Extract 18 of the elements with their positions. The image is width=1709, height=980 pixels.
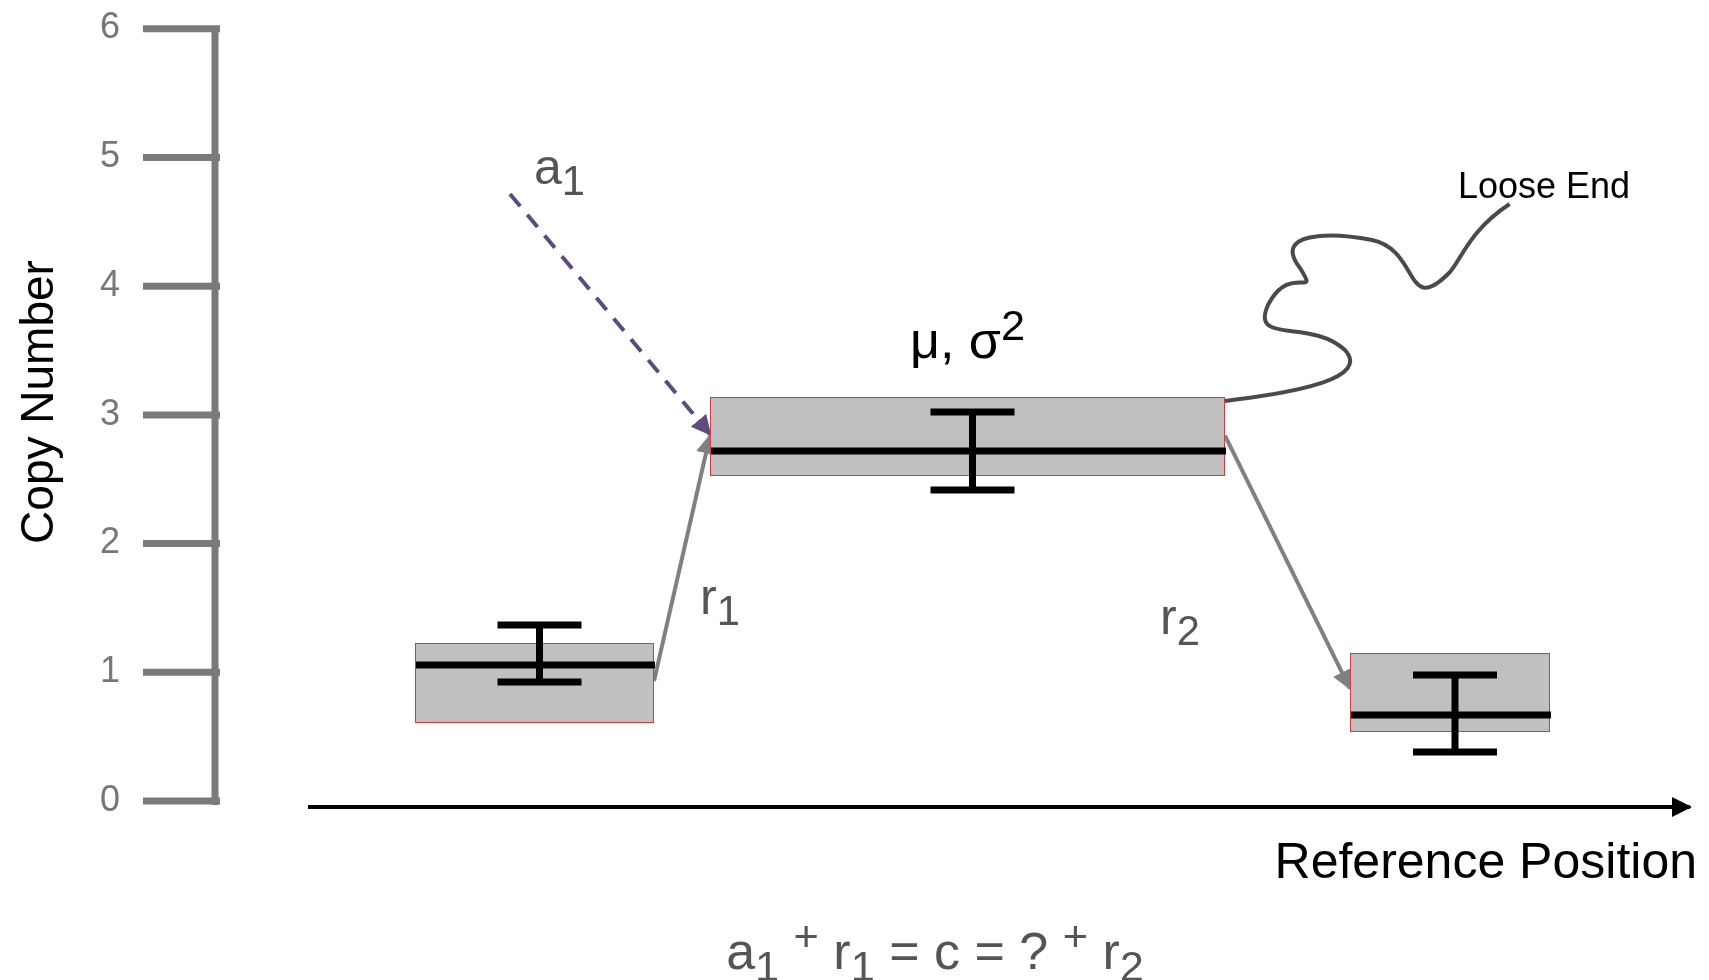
tick-label: 0 [100,776,121,821]
edge-label: a$_{1}$ [534,137,585,206]
tick-label: 6 [100,4,121,49]
arrow [1223,434,1352,691]
edge-label: r$_{2}$ [1160,587,1200,656]
equation-text: a$_{1}$ $^{+}$ r$_{1}$ = c = ? $^{+}$ r$_{2}$ [726,911,1144,980]
callout-text: Loose End [1458,168,1631,204]
arrow [508,192,712,436]
edge-label: r$_{1}$ [700,567,740,636]
tick-label: 5 [100,133,121,178]
tick-label: 3 [100,390,121,435]
parameter-label: μ, σ$^{2}$ [908,300,1027,372]
axis-title: Copy Number [10,260,65,544]
tick-label: 1 [100,647,121,692]
tick-label: 2 [100,519,121,564]
axis-title: Reference Position [1274,831,1697,891]
wavy-line [1224,202,1511,403]
tick-label: 4 [100,261,121,306]
